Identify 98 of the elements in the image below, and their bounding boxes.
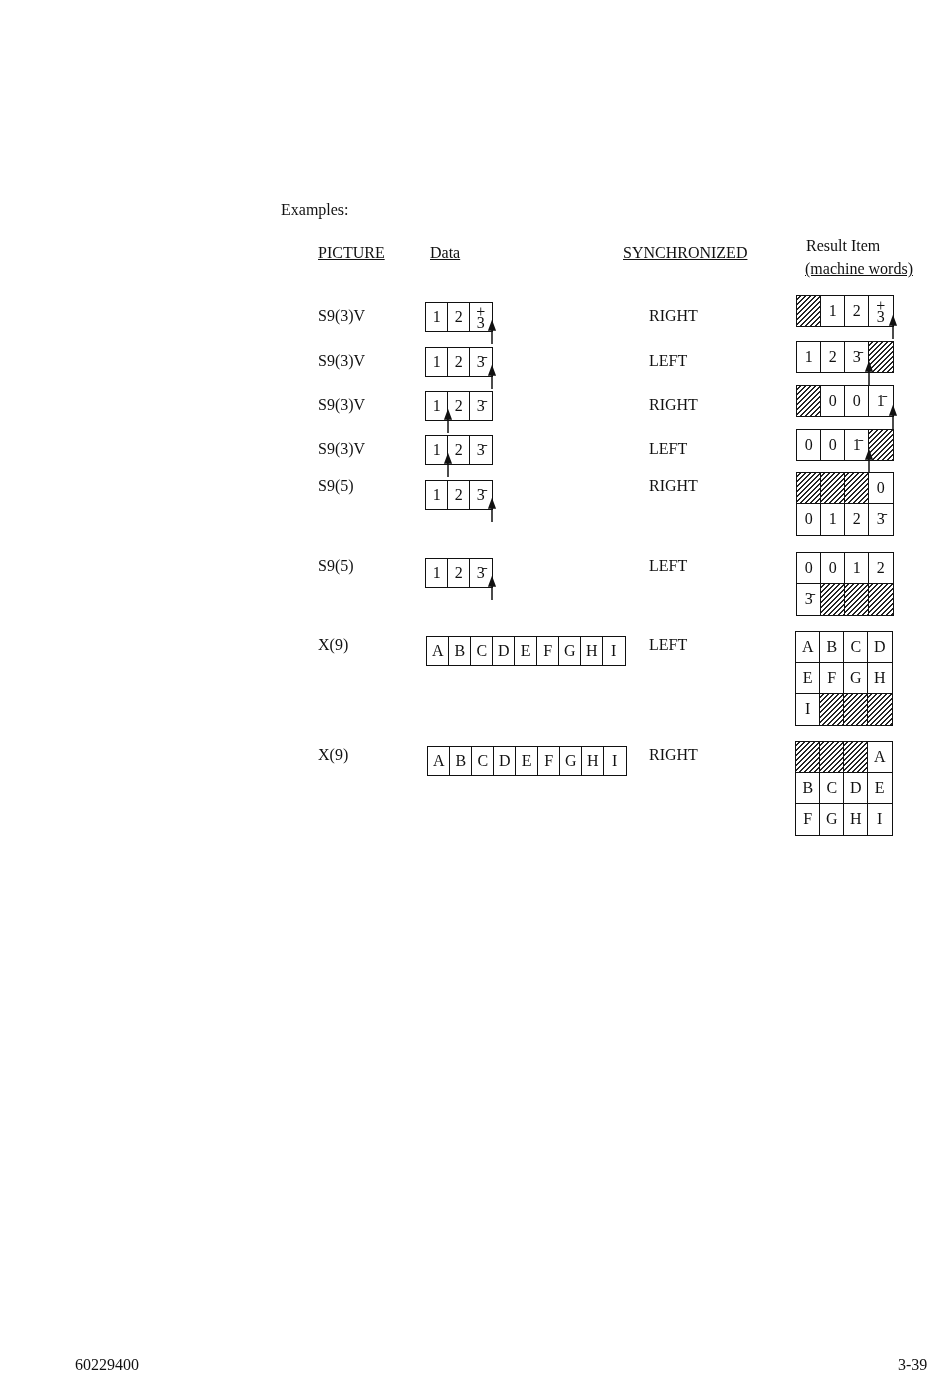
letter-cell: F xyxy=(536,636,560,666)
picture-clause: S9(5) xyxy=(318,476,354,496)
letter-cell: G xyxy=(559,746,583,776)
letter-cell: A xyxy=(427,746,451,776)
letter-cell: B xyxy=(795,772,821,805)
digit-cell: 3̄ xyxy=(796,583,822,616)
letter-cell: C xyxy=(843,631,869,664)
sync-option: RIGHT xyxy=(649,395,698,415)
digit-cell: 3̄ xyxy=(469,558,493,588)
heading-text: Examples: xyxy=(281,200,349,220)
letter-cell: G xyxy=(558,636,582,666)
letter-cell: F xyxy=(537,746,561,776)
letter-cell: E xyxy=(867,772,893,805)
letter-cell: I xyxy=(867,803,893,836)
letter-cell: I xyxy=(602,636,626,666)
digit-cell: 3̄ xyxy=(469,480,493,510)
digit-cell: +3 xyxy=(469,302,493,332)
digit-cell: 0 xyxy=(796,429,822,461)
sync-option: LEFT xyxy=(649,439,688,459)
digit-cell: 1 xyxy=(820,295,846,327)
column-heading: PICTURE xyxy=(318,243,385,263)
letter-cell: A xyxy=(867,741,893,774)
digit-cell: 3̄ xyxy=(868,503,894,536)
digit-cell: 1 xyxy=(425,347,449,377)
letter-cell: C xyxy=(470,636,494,666)
letter-cell: F xyxy=(795,803,821,836)
digit-cell: 1 xyxy=(425,435,449,465)
digit-cell: 1 xyxy=(425,302,449,332)
digit-cell: 1 xyxy=(820,503,846,536)
digit-cell: 2 xyxy=(820,341,846,373)
letter-cell: C xyxy=(471,746,495,776)
letter-cell: D xyxy=(492,636,516,666)
letter-cell: F xyxy=(819,662,845,695)
digit-cell: 2 xyxy=(868,552,894,585)
column-heading: (machine words) xyxy=(805,259,913,279)
sync-option: LEFT xyxy=(649,351,688,371)
digit-cell: 3̄ xyxy=(469,391,493,421)
column-heading: Data xyxy=(430,243,461,263)
digit-cell: 2 xyxy=(844,295,870,327)
letter-cell: I xyxy=(795,693,821,726)
letter-cell: E xyxy=(515,746,539,776)
sync-option: LEFT xyxy=(649,635,688,655)
picture-clause: X(9) xyxy=(318,635,349,655)
digit-cell: 0 xyxy=(868,472,894,505)
digit-cell: 2 xyxy=(844,503,870,536)
picture-clause: S9(5) xyxy=(318,556,354,576)
letter-cell: C xyxy=(819,772,845,805)
digit-cell: 0 xyxy=(820,552,846,585)
digit-cell: 1 xyxy=(425,391,449,421)
picture-clause: S9(3)V xyxy=(318,351,366,371)
letter-cell: G xyxy=(819,803,845,836)
sync-option: RIGHT xyxy=(649,306,698,326)
letter-cell: B xyxy=(449,746,473,776)
page-number: 60229400 xyxy=(75,1355,139,1375)
letter-cell: E xyxy=(795,662,821,695)
digit-cell: 1 xyxy=(425,480,449,510)
page-number: 3-39 xyxy=(898,1355,928,1375)
picture-clause: S9(3)V xyxy=(318,395,366,415)
letter-cell: D xyxy=(867,631,893,664)
letter-cell: B xyxy=(448,636,472,666)
digit-cell: +3 xyxy=(868,295,894,327)
digit-cell: 2 xyxy=(447,480,471,510)
digit-cell: 1 xyxy=(425,558,449,588)
digit-cell: 0 xyxy=(796,552,822,585)
letter-cell: H xyxy=(843,803,869,836)
letter-cell: E xyxy=(514,636,538,666)
digit-cell: 0 xyxy=(820,385,846,417)
letter-cell: D xyxy=(843,772,869,805)
sync-option: LEFT xyxy=(649,556,688,576)
column-heading: Result Item xyxy=(806,236,881,256)
picture-clause: X(9) xyxy=(318,745,349,765)
digit-cell: 2 xyxy=(447,302,471,332)
digit-cell: 1̄ xyxy=(844,429,870,461)
digit-cell: 0 xyxy=(844,385,870,417)
digit-cell: 1 xyxy=(796,341,822,373)
digit-cell: 3̄ xyxy=(469,435,493,465)
picture-clause: S9(3)V xyxy=(318,439,366,459)
column-heading: SYNCHRONIZED xyxy=(623,243,748,263)
picture-clause: S9(3)V xyxy=(318,306,366,326)
digit-cell: 2 xyxy=(447,347,471,377)
sync-option: RIGHT xyxy=(649,476,698,496)
letter-cell: B xyxy=(819,631,845,664)
digit-cell: 0 xyxy=(820,429,846,461)
letter-cell: I xyxy=(603,746,627,776)
digit-cell: 1 xyxy=(844,552,870,585)
letter-cell: G xyxy=(843,662,869,695)
letter-cell: A xyxy=(795,631,821,664)
letter-cell: H xyxy=(581,746,605,776)
digit-cell: 2 xyxy=(447,558,471,588)
letter-cell: D xyxy=(493,746,517,776)
letter-cell: A xyxy=(426,636,450,666)
digit-cell: 3̄ xyxy=(469,347,493,377)
digit-cell: 3̄ xyxy=(844,341,870,373)
letter-cell: H xyxy=(867,662,893,695)
digit-cell: 1̄ xyxy=(868,385,894,417)
letter-cell: H xyxy=(580,636,604,666)
digit-cell: 0 xyxy=(796,503,822,536)
sync-option: RIGHT xyxy=(649,745,698,765)
